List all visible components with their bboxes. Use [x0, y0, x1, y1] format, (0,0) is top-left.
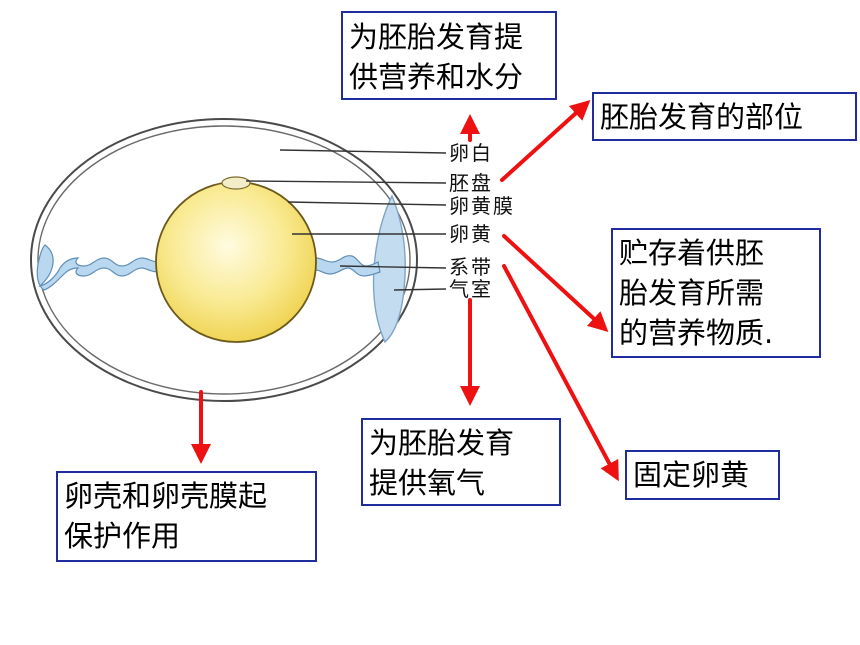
- germinal-disc: [221, 176, 251, 190]
- callout-shell-line-1: 卵壳和卵壳膜起: [64, 479, 268, 513]
- label-chalaza: 系带: [449, 255, 493, 279]
- callout-chalaza-function: 固定卵黄: [625, 450, 780, 500]
- arrow-chalaza: [502, 264, 619, 482]
- arrow-yolk: [502, 234, 609, 333]
- callout-shell-line-2: 保护作用: [64, 519, 181, 553]
- callout-chalaza-line-1: 固定卵黄: [633, 458, 750, 492]
- callout-albumen-function: 为胚胎发育提 供营养和水分: [341, 11, 557, 100]
- callout-albumen-line-2: 供营养和水分: [349, 60, 524, 94]
- callout-yolk-line-1: 贮存着供胚: [619, 236, 765, 270]
- label-air-cell: 气室: [449, 277, 493, 301]
- leader-chalaza: [339, 265, 447, 269]
- leader-germinal-disc: [245, 180, 447, 184]
- callout-shell-function: 卵壳和卵壳膜起 保护作用: [56, 471, 317, 562]
- label-albumen: 卵白: [449, 141, 493, 165]
- air-cell: [372, 194, 406, 344]
- callout-yolk-line-2: 胎发育所需: [619, 276, 765, 310]
- leader-albumen: [279, 149, 447, 154]
- label-yolk: 卵黄: [449, 222, 493, 246]
- leader-lines: [245, 149, 447, 291]
- callout-air-cell-function: 为胚胎发育 提供氧气: [361, 418, 561, 506]
- yolk: [155, 181, 317, 343]
- leader-air-cell: [393, 288, 447, 291]
- arrow-germinal-disc: [500, 99, 591, 182]
- callout-albumen-line-1: 为胚胎发育提: [349, 20, 524, 54]
- callout-air-cell-line-2: 提供氧气: [369, 466, 486, 500]
- callout-air-cell-line-1: 为胚胎发育: [369, 426, 515, 460]
- label-yolk-membrane: 卵黄膜: [449, 194, 515, 218]
- callout-germinal-disc-function: 胚胎发育的部位: [592, 92, 857, 141]
- function-arrows: [191, 99, 619, 482]
- callout-yolk-function: 贮存着供胚 胎发育所需 的营养物质.: [611, 228, 821, 358]
- label-germinal-disc: 胚盘: [449, 171, 493, 195]
- callout-germinal-disc-line-1: 胚胎发育的部位: [600, 100, 804, 134]
- callout-yolk-line-3: 的营养物质.: [619, 316, 774, 350]
- leader-yolk-membrane: [287, 201, 447, 206]
